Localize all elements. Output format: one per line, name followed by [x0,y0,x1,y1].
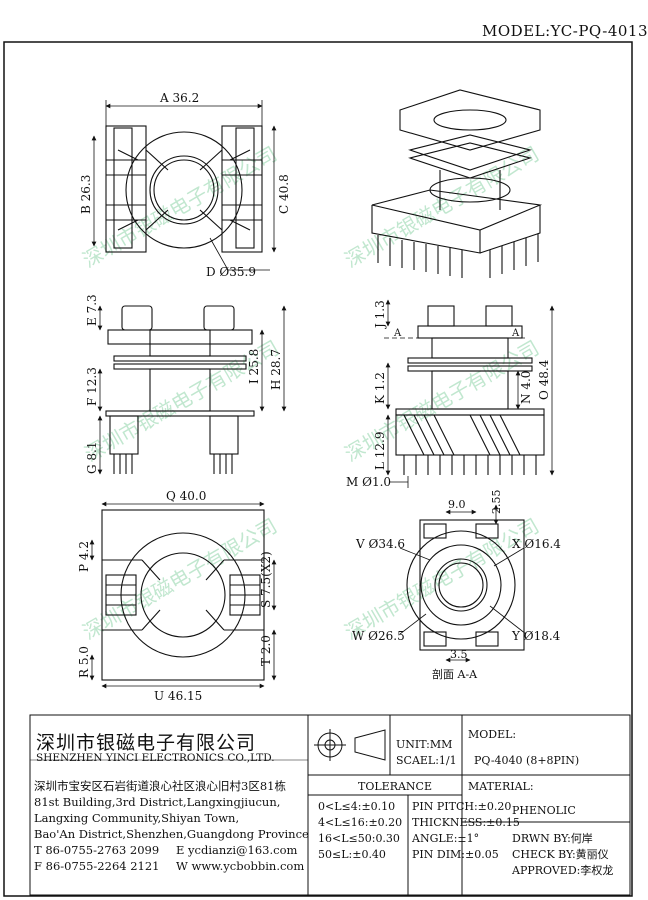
dim-2-55: 2.55 [490,490,503,515]
dim-w: W Ø26.5 [352,629,405,643]
model-label: MODEL: [468,728,517,741]
section-view [406,519,525,651]
dim-3-5: 3.5 [450,648,468,661]
address-line-1: 深圳市宝安区石岩街道浪心社区浪心旧村3区81栋 [34,779,286,793]
side-view-dims [384,299,555,488]
dim-j: J 1.3 [373,300,387,330]
model-header: MODEL:YC-PQ-4013 [482,22,648,40]
address-line-4: Bao'An District,Shenzhen,Guangdong Provi… [34,827,309,841]
dim-c: C 40.8 [277,174,291,214]
watermark-cn-1: 深圳市银磁电子有限公司 [79,142,282,273]
dim-p: P 4.2 [77,541,91,572]
angle: ANGLE:±1° [412,832,480,845]
dim-i: I 25.8 [247,349,261,384]
top-view-dims [91,100,277,271]
dim-b: B 26.3 [79,175,93,214]
watermark-cn-4: 深圳市银磁电子有限公司 [341,336,544,467]
dim-o: O 48.4 [537,359,551,400]
tolerance-3: 16<L≤50:0.30 [318,832,400,845]
dim-k: K 1.2 [373,372,387,404]
dim-m: M Ø1.0 [346,475,391,489]
bottom-view-dims [89,501,277,689]
dimension-labels: A 36.2 B 26.3 C 40.8 D Ø35.9 E 7.3 I 25.… [77,91,561,703]
dim-n: N 4.0 [519,371,533,404]
section-label: 剖面 A-A [432,667,478,681]
section-mark-right: A [511,328,520,339]
dim-v: V Ø34.6 [355,537,405,551]
bottom-view [101,509,265,681]
dim-t: T 2.0 [259,635,273,666]
model-value: PQ-4040 (8+8PIN) [474,754,580,767]
dim-h: H 28.7 [269,349,283,390]
dim-r: R 5.0 [77,646,91,678]
projection-symbol-icon [314,729,386,761]
tolerance-1: 0<L≤4:±0.10 [318,800,396,813]
pin-pitch: PIN PITCH:±0.20 [412,800,512,813]
isometric-view [371,89,543,278]
dim-y: Y Ø18.4 [511,629,561,643]
material-label: MATERIAL: [468,780,534,793]
dim-l: L 12.9 [373,431,387,470]
dim-g: G 8.1 [85,442,99,474]
front-view [105,305,255,474]
unit-label: UNIT:MM [396,738,453,751]
dim-s: S 7.5(X2) [259,551,273,608]
company-name-cn: 深圳市银磁电子有限公司 [36,732,257,754]
side-view [395,305,545,475]
pin-dim: PIN DIM:±0.05 [412,848,499,861]
drawn-by: DRWN BY:何岸 [512,832,593,845]
front-view-dims [97,305,287,475]
material-value: PHENOLIC [512,804,576,817]
dim-x: X Ø16.4 [512,537,561,551]
top-view [105,125,263,253]
tel: T 86-0755-2763 2099 [34,843,160,857]
checked-by: CHECK BY:黄丽仪 [512,848,609,861]
dim-d: D Ø35.9 [206,265,256,279]
address-line-2: 81st Building,3rd District,Langxingjiucu… [34,795,281,809]
tolerance-label: TOLERANCE [358,780,432,793]
approved-by: APPROVED:李权龙 [512,864,614,877]
dim-9: 9.0 [448,498,466,511]
scale-label: SCAEL:1/1 [396,754,457,767]
watermark: 深圳市银磁电子有限公司 深圳市银磁电子有限公司 深圳市银磁电子有限公司 深圳市银… [79,142,544,645]
email: E ycdianzi@163.com [176,843,298,857]
dim-u: U 46.15 [154,689,202,703]
fax: F 86-0755-2264 2121 [34,859,160,873]
company-name-en: SHENZHEN YINCI ELECTRONICS CO.,LTD. [36,752,275,764]
thickness: THICKNESS:±0.15 [412,816,520,829]
dim-q: Q 40.0 [166,489,206,503]
dim-a: A 36.2 [159,91,199,105]
dim-f: F 12.3 [85,367,99,406]
section-mark-left: A [393,328,402,339]
dim-e: E 7.3 [85,294,99,326]
address-line-3: Langxing Community,Shiyan Town, [34,811,240,825]
watermark-cn-6: 深圳市银磁电子有限公司 [341,514,544,645]
tolerance-2: 4<L≤16:±0.20 [318,816,403,829]
section-view-dims [399,504,527,663]
website: W www.ycbobbin.com [176,859,305,873]
tolerance-4: 50≤L:±0.40 [318,848,386,861]
title-block-grid [29,714,631,896]
sheet-border [3,41,633,897]
